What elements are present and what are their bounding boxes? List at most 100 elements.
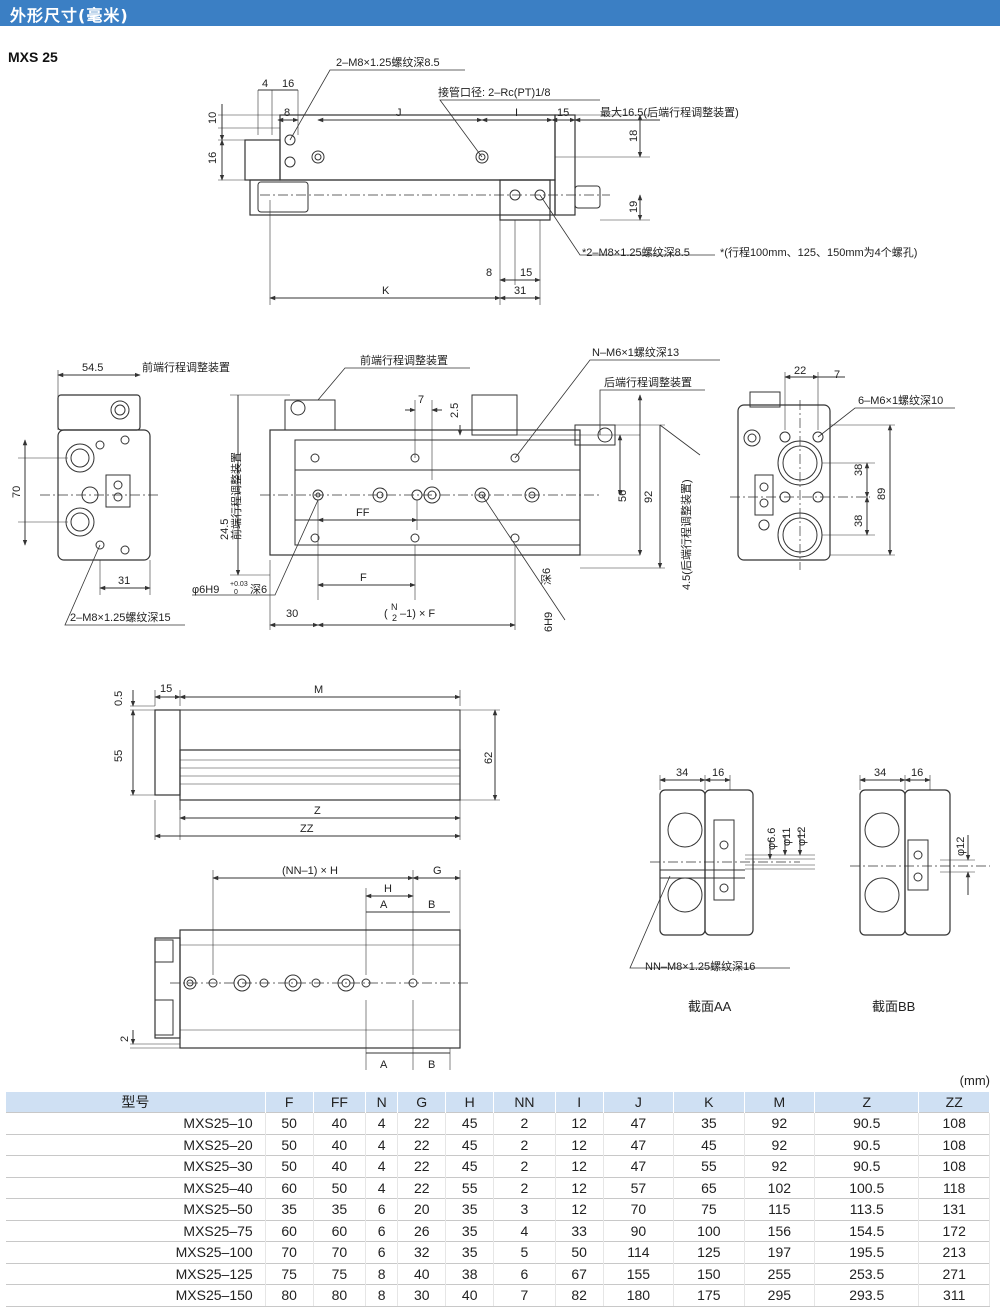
value-cell: 40 — [313, 1112, 367, 1134]
dim: 18 — [628, 130, 640, 142]
value-cell: 311 — [918, 1284, 990, 1307]
value-cell: 108 — [918, 1133, 990, 1156]
value-cell: 8 — [365, 1262, 399, 1285]
value-cell: 45 — [673, 1133, 745, 1156]
dim: 16 — [712, 767, 724, 779]
label: 最大16.5(后端行程调整装置) — [600, 105, 739, 119]
section-bb — [850, 775, 990, 936]
label: *2–M8×1.25螺纹深8.5 — [582, 245, 690, 259]
value-cell: 70 — [313, 1241, 367, 1263]
dim: 54.5 — [82, 362, 103, 374]
value-cell: 6 — [365, 1219, 399, 1242]
dim: 56 — [617, 490, 629, 502]
dim: G — [433, 865, 442, 877]
label: 接管口径: 2–Rc(PT)1/8 — [438, 85, 550, 99]
dim: H — [384, 883, 392, 895]
value-cell: 115 — [744, 1198, 816, 1220]
value-cell: 35 — [673, 1112, 745, 1134]
model-label: MXS 25 — [8, 49, 58, 65]
label: N–M6×1螺纹深13 — [592, 345, 679, 359]
value-cell: 45 — [445, 1155, 495, 1177]
dim: 22 — [794, 365, 806, 377]
center-front-view-text: 前端行程调整装置 N–M6×1螺纹深13 后端行程调整装置 7 2.5 24.5… — [192, 345, 693, 632]
right-end-view — [730, 372, 955, 570]
dim: 7 — [834, 369, 840, 381]
value-cell: 155 — [603, 1262, 675, 1285]
value-cell: 2 — [493, 1176, 556, 1199]
value-cell: 30 — [397, 1284, 447, 1307]
table-header-cell: NN — [493, 1092, 556, 1113]
value-cell: 114 — [603, 1241, 675, 1263]
label: 前端行程调整装置 — [142, 360, 230, 374]
dim: 8 — [284, 107, 290, 119]
dim: φ6.6 — [766, 828, 778, 850]
value-cell: 40 — [313, 1155, 367, 1177]
value-cell: 92 — [744, 1155, 816, 1177]
value-cell: 4 — [365, 1155, 399, 1177]
value-cell: 45 — [445, 1133, 495, 1156]
dim: 62 — [483, 752, 495, 764]
value-cell: 50 — [265, 1155, 314, 1177]
label: 深6 — [540, 568, 553, 585]
dimension-drawing: 2–M8×1.25螺纹深8.5 接管口径: 2–Rc(PT)1/8 最大16.5… — [11, 55, 990, 1070]
value-cell: 82 — [555, 1284, 604, 1307]
value-cell: 40 — [445, 1284, 495, 1307]
value-cell: 47 — [603, 1112, 675, 1134]
value-cell: 125 — [673, 1241, 745, 1263]
value-cell: 75 — [673, 1198, 745, 1220]
value-cell: 92 — [744, 1133, 816, 1156]
value-cell: 70 — [603, 1198, 675, 1220]
value-cell: 113.5 — [814, 1198, 920, 1220]
label: NN–M8×1.25螺纹深16 — [645, 959, 755, 973]
dim: B — [428, 1059, 435, 1070]
model-cell: MXS25–125 — [6, 1262, 266, 1285]
value-cell: 3 — [493, 1198, 556, 1220]
value-cell: 22 — [397, 1112, 447, 1134]
section-caption: 截面BB — [872, 999, 915, 1014]
label: 6H9 — [543, 612, 555, 632]
dim: K — [382, 285, 390, 297]
dim: A — [380, 899, 388, 911]
dim: 19 — [628, 201, 640, 213]
table-header-cell: F — [265, 1092, 314, 1113]
value-cell: 47 — [603, 1133, 675, 1156]
value-cell: 35 — [265, 1198, 314, 1220]
label: 2–M8×1.25螺纹深8.5 — [336, 55, 440, 69]
table-header-cell: I — [555, 1092, 604, 1113]
value-cell: 172 — [918, 1219, 990, 1242]
value-cell: 32 — [397, 1241, 447, 1263]
value-cell: 293.5 — [814, 1284, 920, 1307]
value-cell: 92 — [744, 1112, 816, 1134]
dim: 34 — [874, 767, 886, 779]
table-header-cell: Z — [814, 1092, 920, 1113]
dim: 15 — [557, 107, 569, 119]
label: 前端行程调整装置 — [229, 452, 243, 540]
dim: I — [515, 107, 518, 119]
dim: 70 — [11, 486, 23, 498]
value-cell: 8 — [365, 1284, 399, 1307]
label: 4.5(后端行程调整装置) — [679, 479, 693, 590]
value-cell: 102 — [744, 1176, 816, 1199]
dim: J — [396, 107, 402, 119]
side-view-text: 0.5 15 M 55 62 Z ZZ — [113, 683, 495, 835]
value-cell: 90.5 — [814, 1133, 920, 1156]
value-cell: 47 — [603, 1155, 675, 1177]
value-cell: 22 — [397, 1155, 447, 1177]
label: 深6 — [250, 583, 267, 596]
value-cell: 253.5 — [814, 1262, 920, 1285]
dim: N — [391, 602, 398, 612]
value-cell: 4 — [365, 1176, 399, 1199]
value-cell: 20 — [397, 1198, 447, 1220]
value-cell: 90.5 — [814, 1155, 920, 1177]
dim: 2 — [119, 1036, 131, 1042]
value-cell: 7 — [493, 1284, 556, 1307]
section-bb-text: 34 16 φ12 截面BB — [872, 767, 967, 1014]
dim: 38 — [853, 515, 865, 527]
value-cell: 65 — [673, 1176, 745, 1199]
